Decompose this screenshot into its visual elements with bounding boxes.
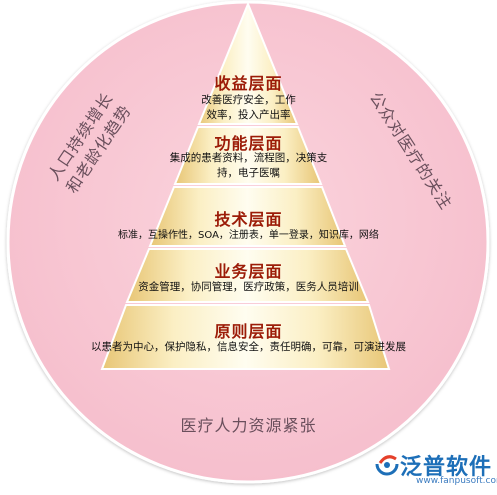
tier-title-business: 业务层面 [214, 262, 283, 281]
tier-desc-business: 资金管理，协同管理，医疗政策，医务人员培训 [100, 280, 397, 295]
pyramid [100, 1, 391, 370]
tier-desc-function: 集成的患者资料，流程图，决策支 持，电子医嘱 [150, 151, 347, 181]
side-label-bottom: 医疗人力资源紧张 [180, 416, 317, 435]
fanpu-logo-icon [375, 455, 399, 476]
tier-shape-1 [197, 1, 299, 125]
tier-desc-technology: 标准，互操作性，SOA，注册表，单一登录，知识库，网络 [100, 228, 397, 243]
tier-title-technology: 技术层面 [214, 210, 283, 229]
tier-shape-5 [100, 304, 391, 370]
tier-desc-line: 改善医疗安全，工作 [201, 94, 296, 106]
tier-desc-line: 持，电子医嘱 [217, 167, 280, 179]
tier-shape-4 [125, 248, 370, 303]
tier-title-revenue: 收益层面 [214, 74, 283, 93]
tier-desc-principle: 以患者为中心，保护隐私，信息安全，责任明确，可靠，可演进发展 [80, 340, 417, 355]
tier-desc-revenue: 改善医疗安全，工作 效率，投入产出率 [180, 93, 317, 123]
tier-title-principle: 原则层面 [214, 322, 283, 341]
logo-name: 泛普软件 [400, 455, 493, 480]
tier-desc-line: 标准，互操作性，SOA，注册表，单一登录，知识库，网络 [118, 230, 379, 241]
logo-url: www.fanpusoft.com [416, 476, 497, 486]
fanpu-logo[interactable]: 泛普软件 www.fanpusoft.com [374, 447, 497, 491]
tier-title-function: 功能层面 [214, 134, 283, 153]
tier-desc-line: 资金管理，协同管理，医疗政策，医务人员培训 [138, 281, 359, 293]
tier-shape-2 [173, 126, 323, 185]
tier-desc-line: 集成的患者资料，流程图，决策支 [169, 152, 328, 164]
tier-shape-3 [148, 186, 347, 247]
tier-desc-line: 效率，投入产出率 [206, 109, 291, 121]
tier-desc-line: 以患者为中心，保护隐私，信息安全，责任明确，可靠，可演进发展 [91, 341, 406, 353]
